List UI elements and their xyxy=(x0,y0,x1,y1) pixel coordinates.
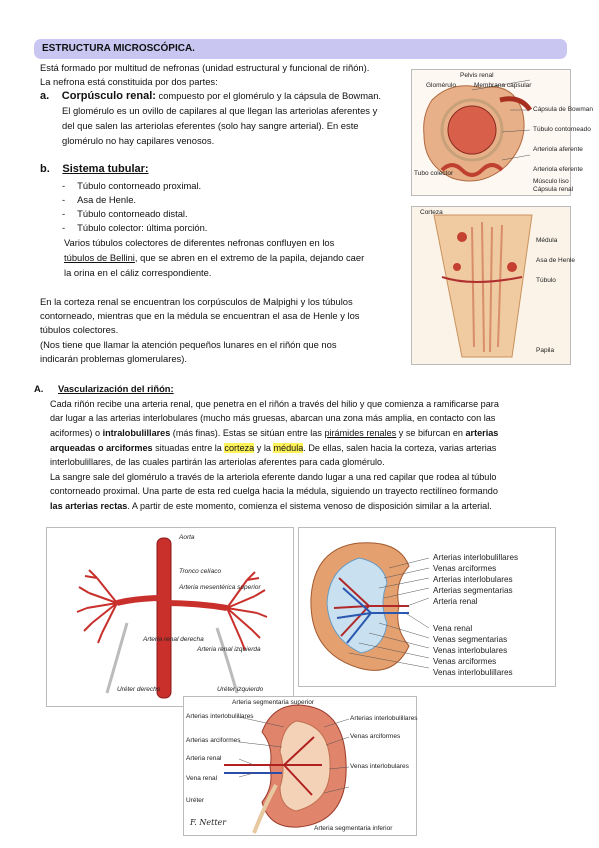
list-item: -Túbulo contorneado proximal. xyxy=(62,180,202,191)
figure-glomerulus: Pelvis renal Glomérulo Membrana capsular… xyxy=(411,69,593,196)
list-item: -Asa de Henle. xyxy=(62,194,137,205)
vasc-line: dar lugar a las arterias interlobulares … xyxy=(50,413,496,423)
vasc-line: Cada riñón recibe una arteria renal, que… xyxy=(50,399,499,409)
vasc-line: contorneado proximal. Una parte de esta … xyxy=(50,486,498,496)
intro-line-2: La nefrona está constituida por dos part… xyxy=(40,76,218,87)
cortex-line: (Nos tiene que llamar la atención pequeñ… xyxy=(40,339,337,350)
kidney-vessels-illustration xyxy=(299,528,555,686)
section-title-banner: ESTRUCTURA MICROSCÓPICA. xyxy=(34,39,567,59)
part-a-row: a. Corpúsculo renal: compuesto por el gl… xyxy=(40,89,381,103)
cortex-line: En la corteza renal se encuentran los co… xyxy=(40,296,353,307)
part-a-line: del que salen las arteriolas eferentes (… xyxy=(62,120,359,131)
cortex-line: contorneado, mientras que en la médula s… xyxy=(40,310,360,321)
cortex-line: indicarán problemas glomerulares). xyxy=(40,353,187,364)
list-item: -Túbulo colector: última porción. xyxy=(62,222,208,233)
part-b-para-2: túbulos de Bellini, que se abren en el e… xyxy=(64,252,365,263)
netter-signature: F. Netter xyxy=(190,818,227,827)
kidney-netter-illustration xyxy=(184,697,416,835)
highlight-medula: médula xyxy=(273,443,304,453)
part-a-marker: a. xyxy=(40,90,50,102)
bellini-link-text: túbulos de Bellini xyxy=(64,252,135,263)
section-a-heading: Vascularización del riñón: xyxy=(57,383,174,394)
figure-pyramid: Corteza Médula Asa de Henle Túbulo Papil… xyxy=(411,206,575,365)
vasc-line: aciformes) o intralobulillares (más fina… xyxy=(50,428,499,438)
vasc-line: interlobulillares, de las cuales partirá… xyxy=(50,457,385,467)
figure-kidney-vessels: Arterias interlobulillares Venas arcifor… xyxy=(298,527,556,687)
cortex-line: túbulos colectores. xyxy=(40,324,119,335)
section-title: ESTRUCTURA MICROSCÓPICA. xyxy=(42,43,195,54)
part-a-text: compuesto por el glomérulo y la cápsula … xyxy=(155,90,382,101)
part-b-para-3: la orina en el cáliz correspondiente. xyxy=(64,267,212,278)
part-a-line: glomérulo no hay capilares venosos. xyxy=(62,135,215,146)
highlight-corteza: corteza xyxy=(224,443,255,453)
vasc-line: arqueadas o arciformes situadas entre la… xyxy=(50,443,497,453)
part-b-heading: Sistema tubular: xyxy=(62,163,149,175)
figure-kidney-netter: Arteria segmentaria superior Arterias in… xyxy=(183,696,418,836)
glomerulus-illustration xyxy=(412,70,570,195)
section-a-marker: A. xyxy=(34,383,44,394)
part-b-para-1: Varios túbulos colectores de diferentes … xyxy=(64,237,335,248)
part-a-line: El glomérulo es un ovillo de capilares a… xyxy=(62,105,378,116)
section-a-row: A. Vascularización del riñón: xyxy=(34,382,174,396)
aorta-illustration xyxy=(47,528,293,706)
vasc-line: La sangre sale del glomérulo a través de… xyxy=(50,472,497,482)
vasc-line: las arterias rectas. A partir de este mo… xyxy=(50,501,492,511)
intro-line-1: Está formado por multitud de nefronas (u… xyxy=(40,62,370,73)
part-b-marker: b. xyxy=(40,163,50,175)
figure-aorta: Aorta Tronco celíaco Arteria mesentérica… xyxy=(46,527,294,707)
part-a-heading: Corpúsculo renal: xyxy=(61,90,156,102)
part-b-row: b. Sistema tubular: xyxy=(40,162,149,176)
pyramid-illustration xyxy=(412,207,570,364)
list-item: -Túbulo contorneado distal. xyxy=(62,208,188,219)
